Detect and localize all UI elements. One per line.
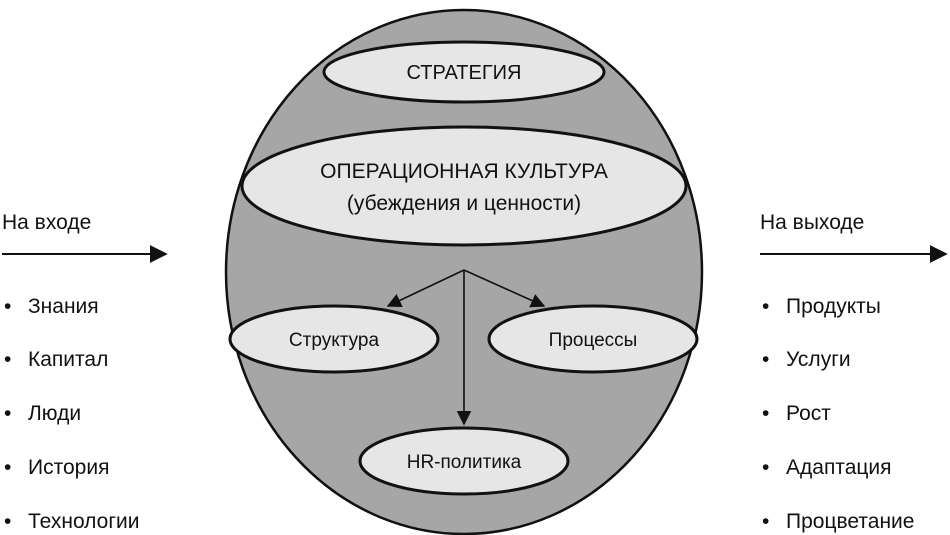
outputs-title: На выходе bbox=[760, 211, 864, 234]
culture-node: ОПЕРАЦИОННАЯ КУЛЬТУРА (убеждения и ценно… bbox=[240, 125, 688, 247]
list-item: • Люди bbox=[4, 402, 81, 425]
inputs-item: Технологии bbox=[28, 510, 139, 533]
bullet: • bbox=[4, 295, 11, 318]
outputs-item: Рост bbox=[786, 402, 831, 425]
inputs-item: История bbox=[28, 456, 109, 479]
list-item: • Знания bbox=[4, 295, 99, 318]
list-item: • История bbox=[4, 456, 109, 479]
structure-label: Структура bbox=[289, 330, 380, 351]
inputs-panel: На входе • Знания • Капитал • Люди • Ист… bbox=[2, 211, 168, 533]
list-item: • Услуги bbox=[762, 348, 851, 371]
outputs-panel: На выходе • Продукты • Услуги • Рост • А… bbox=[760, 211, 948, 533]
outputs-item: Адаптация bbox=[786, 456, 892, 479]
outputs-item: Продукты bbox=[786, 295, 881, 318]
list-item: • Адаптация bbox=[762, 456, 892, 479]
culture-label: ОПЕРАЦИОННАЯ КУЛЬТУРА bbox=[320, 160, 608, 183]
bullet: • bbox=[4, 348, 11, 371]
outputs-item: Услуги bbox=[786, 348, 851, 371]
arrow-to-processes bbox=[463, 269, 546, 308]
processes-node: Процессы bbox=[487, 304, 699, 374]
bullet: • bbox=[762, 295, 769, 318]
inputs-item: Знания bbox=[28, 295, 99, 318]
bullet: • bbox=[4, 510, 11, 533]
outputs-item: Процветание bbox=[786, 510, 914, 533]
inputs-item: Капитал bbox=[28, 348, 108, 371]
inputs-item: Люди bbox=[28, 402, 81, 425]
list-item: • Процветание bbox=[762, 510, 914, 533]
bullet: • bbox=[762, 456, 769, 479]
bullet: • bbox=[4, 402, 11, 425]
strategy-node: СТРАТЕГИЯ bbox=[322, 40, 606, 104]
culture-sublabel: (убеждения и ценности) bbox=[347, 192, 581, 215]
list-item: • Продукты bbox=[762, 295, 881, 318]
list-item: • Рост bbox=[762, 402, 831, 425]
bullet: • bbox=[762, 348, 769, 371]
arrow-to-structure bbox=[386, 269, 465, 307]
strategy-label: СТРАТЕГИЯ bbox=[407, 62, 522, 84]
hr-policy-node: HR-политика bbox=[358, 426, 570, 496]
list-item: • Технологии bbox=[4, 510, 139, 533]
list-item: • Капитал bbox=[4, 348, 108, 371]
hr-policy-label: HR-политика bbox=[407, 452, 522, 473]
inputs-title: На входе bbox=[2, 211, 91, 234]
processes-label: Процессы bbox=[549, 330, 638, 351]
structure-node: Структура bbox=[228, 304, 440, 374]
culture-connectors bbox=[386, 269, 546, 426]
bullet: • bbox=[762, 402, 769, 425]
bullet: • bbox=[762, 510, 769, 533]
bullet: • bbox=[4, 456, 11, 479]
